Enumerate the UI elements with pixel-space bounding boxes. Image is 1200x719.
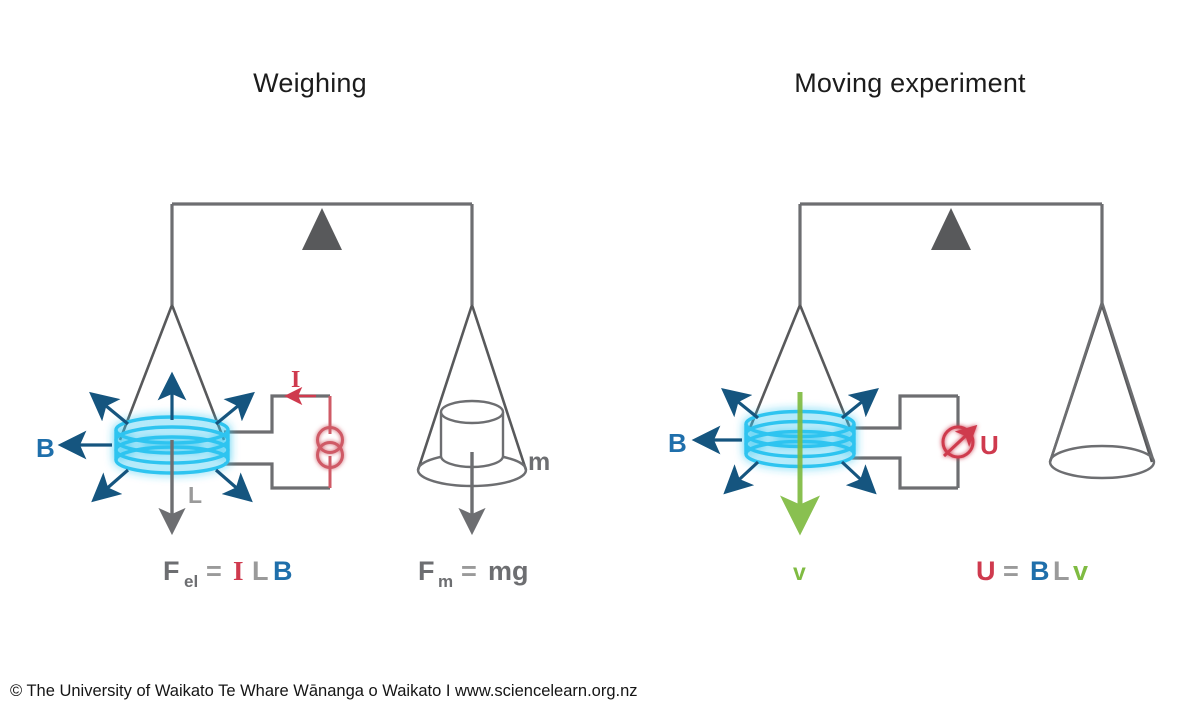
- formula-u-b: B: [1030, 556, 1050, 586]
- formula-u-eq: =: [1003, 556, 1019, 586]
- label-mass-m: m: [528, 448, 550, 476]
- circuit-wires-right: [852, 394, 960, 490]
- credit-line: © The University of Waikato Te Whare Wān…: [10, 682, 638, 700]
- triangle-fulcrum-icon: [302, 208, 342, 250]
- moving-experiment-apparatus: [691, 202, 1156, 536]
- formula-fm-mg: mg: [488, 556, 529, 586]
- pan-hanger-right: [1048, 304, 1154, 463]
- coil-hanger-left: [118, 304, 226, 441]
- magnetic-field-arrows-left: [57, 371, 255, 503]
- balance-beam-left: [170, 202, 474, 305]
- formula-u-u: U: [976, 556, 996, 586]
- circuit-wires-left: [224, 394, 332, 490]
- formula-u-v: v: [1073, 556, 1088, 586]
- label-length-l: L: [188, 482, 202, 508]
- formula-fel-l: L: [252, 556, 269, 586]
- triangle-fulcrum-icon-right: [931, 208, 971, 250]
- label-voltage-u: U: [980, 430, 999, 460]
- coil-hanger-right: [748, 304, 852, 429]
- formula-fel-eq: =: [206, 556, 222, 586]
- formula-u-l: L: [1053, 556, 1070, 586]
- pan-hanger-left: [416, 304, 528, 471]
- panel-title-moving-experiment: Moving experiment: [794, 68, 1026, 98]
- formula-fel-i: I: [233, 556, 244, 586]
- label-field-b-left: B: [36, 433, 55, 463]
- voltmeter-icon: [941, 424, 978, 459]
- magnetic-field-arrows-right: [691, 387, 879, 495]
- formula-fm-eq: =: [461, 556, 477, 586]
- formula-force-electromagnetic: F el = I L B: [163, 556, 293, 591]
- formula-induced-voltage: U = B L v: [976, 556, 1088, 586]
- label-velocity-v: v: [793, 559, 806, 585]
- weighing-apparatus: [57, 202, 528, 536]
- pan-with-mass: [416, 399, 528, 488]
- current-source-icon: [316, 426, 344, 469]
- panel-title-weighing: Weighing: [253, 68, 367, 98]
- formula-force-gravity: F m = mg: [418, 556, 529, 591]
- empty-pan-cone: [1048, 301, 1156, 480]
- formula-fel-f: F: [163, 556, 180, 586]
- formula-fm-sub: m: [438, 572, 453, 591]
- balance-beam-right: [798, 202, 1104, 305]
- formula-fel-b: B: [273, 556, 293, 586]
- formula-fel-sub: el: [184, 572, 198, 591]
- label-current-i: I: [291, 367, 300, 393]
- label-field-b-right: B: [668, 428, 687, 458]
- formula-fm-f: F: [418, 556, 435, 586]
